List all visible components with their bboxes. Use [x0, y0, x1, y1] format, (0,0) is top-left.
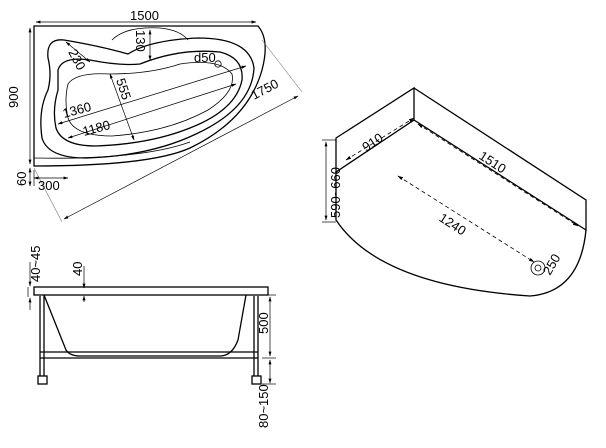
- side-foot-right: [251, 375, 262, 385]
- iso-height-label: 590~660: [328, 167, 343, 218]
- side-body: [43, 294, 247, 357]
- iso-drain-label: 250: [540, 251, 564, 277]
- dim-headrest: 230: [65, 46, 88, 72]
- iso-910-line: [345, 117, 415, 161]
- side-rim-range: 40~45: [28, 245, 43, 282]
- dim-corner-offset: 60: [14, 172, 29, 186]
- iso-floor-label: 1240: [436, 210, 468, 238]
- dim-basin-width: 555: [113, 76, 134, 101]
- iso-1240-line: [397, 175, 535, 263]
- iso-drain: [530, 260, 546, 276]
- side-view: 40~45 40 500 80~150: [27, 245, 276, 428]
- iso-length-label: 1510: [476, 148, 508, 176]
- side-rim: [33, 286, 269, 296]
- dim-length: 1500: [130, 8, 159, 23]
- dim-inner-length-2: 1180: [81, 117, 112, 139]
- side-foot-left: [37, 375, 48, 385]
- iso-width-label: 910: [359, 130, 385, 155]
- headrest-bump: [111, 27, 189, 41]
- dim-diagonal: 1750: [248, 76, 281, 103]
- dim-headrest-depth: 130: [133, 30, 148, 52]
- drain-label: d50: [194, 50, 216, 65]
- dim-corner-length: 300: [38, 178, 60, 193]
- side-body-height: 500: [256, 312, 271, 334]
- iso-1510-line: [417, 123, 579, 227]
- side-rim-thickness: 40: [70, 262, 85, 276]
- side-leg-range: 80~150: [256, 384, 271, 428]
- iso-floor-curve: [335, 172, 587, 297]
- top-view: 1500 900 1750 230 130 555 1360 1180 d50 …: [6, 8, 303, 223]
- iso-view: 910 1510 1240 590~660 250: [322, 86, 587, 297]
- dim-width: 900: [6, 86, 21, 108]
